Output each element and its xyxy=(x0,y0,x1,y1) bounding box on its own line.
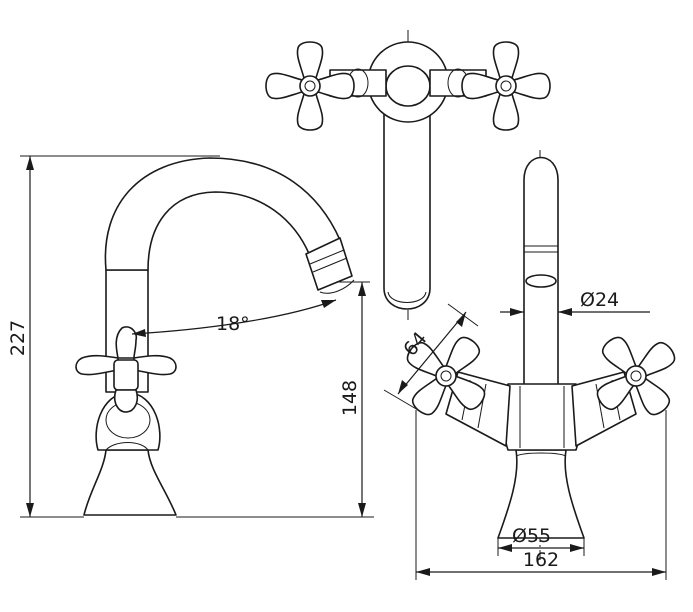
dim-width-total: 162 xyxy=(523,549,559,571)
side-view-dimensions: 227 148 18° xyxy=(7,155,374,518)
dim-spout-diameter: Ø24 xyxy=(580,289,619,311)
dim-base-diameter: Ø55 xyxy=(512,525,551,547)
dim-height-spout: 148 xyxy=(339,380,361,416)
side-handle xyxy=(75,326,177,413)
top-view xyxy=(265,30,551,320)
dim-spout-angle: 18° xyxy=(216,313,250,335)
front-view xyxy=(383,150,693,560)
top-handle-left xyxy=(265,41,355,131)
side-view xyxy=(75,157,355,516)
top-handle-right xyxy=(461,41,551,131)
dim-height-total: 227 xyxy=(7,320,29,356)
